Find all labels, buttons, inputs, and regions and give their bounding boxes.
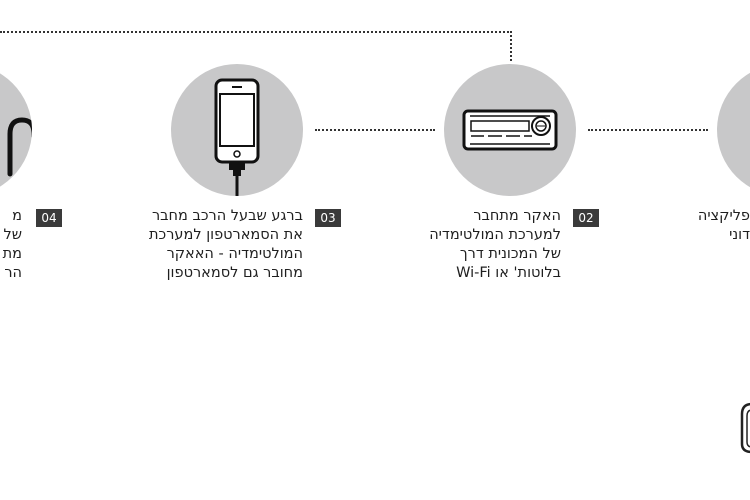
step-04-circle [0,64,32,196]
connector-02-01 [588,129,708,131]
phone-outline-icon [740,402,750,454]
step-02-circle [444,64,576,196]
connector-03-02 [315,129,435,131]
top-connector-line [0,31,512,33]
smartphone-icon [214,78,260,196]
top-connector-drop [510,31,512,61]
step-04-text: מ של מת הר [2,208,22,281]
step-01-text: פליקציה דוני [697,208,750,243]
step-03-circle [171,64,303,196]
step-04-badge: 04 [36,209,62,227]
step-01-circle [717,64,750,196]
step-03-badge: 03 [315,209,341,227]
step-02-text: האקר מתחבר למערכת המולטימדיה של המכונית … [429,208,561,281]
step-03-text: ברגע שבעל הרכב מחבר את הסמארטפון למערכת … [149,208,303,281]
step-02-badge: 02 [573,209,599,227]
cable-icon [7,117,32,177]
car-stereo-icon [462,109,558,151]
